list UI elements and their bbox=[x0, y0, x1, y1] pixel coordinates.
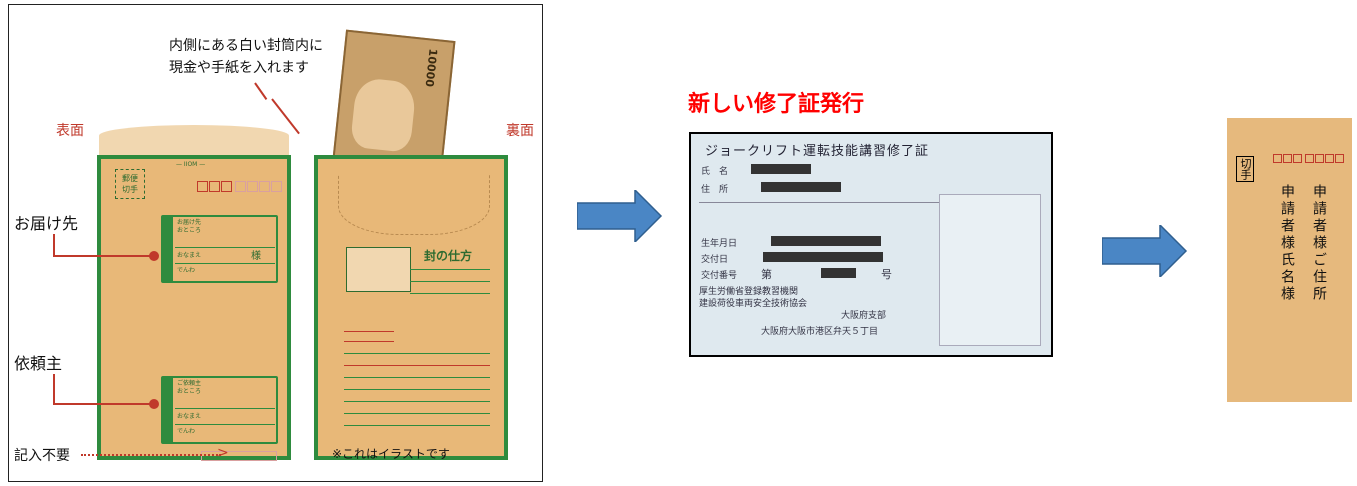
redaction bbox=[763, 252, 883, 262]
envelope-icon bbox=[346, 247, 411, 292]
redaction bbox=[821, 268, 856, 278]
banknote: 10000 bbox=[332, 29, 456, 171]
redaction bbox=[771, 236, 881, 246]
envelope-instructions-panel: 内側にある白い封筒内に 現金や手紙を入れます 表面 裏面 — IIOM — 郵便… bbox=[8, 4, 543, 482]
certificate-image: ジョークリフト運転技能講習修了証 氏 名 住 所 生年月日 交付日 交付番号 第… bbox=[689, 132, 1053, 357]
new-certificate-title: 新しい修了証発行 bbox=[688, 92, 865, 117]
stamp-box: 切手 bbox=[1236, 156, 1254, 182]
postal-code-boxes bbox=[197, 181, 282, 192]
front-label: 表面 bbox=[56, 123, 84, 139]
photo-box bbox=[939, 194, 1041, 346]
callout-line bbox=[254, 82, 268, 100]
applicant-address-text: 申請者様ご住所 bbox=[1311, 184, 1327, 303]
arrow-head-icon: > bbox=[217, 445, 229, 461]
back-envelope: 封の仕方 ※これはイラストです bbox=[314, 155, 508, 461]
right-arrow-icon bbox=[577, 190, 663, 242]
front-flap bbox=[99, 125, 289, 160]
recipient-form: お届け先 おところ おなまえ 様 でんわ bbox=[161, 215, 278, 283]
stamp-box: 郵便 切手 bbox=[115, 169, 145, 199]
cert-header: ジョークリフト運転技能講習修了証 bbox=[705, 144, 930, 159]
illustration-note: ※これはイラストです bbox=[332, 447, 450, 461]
applicant-name-text: 申請者様氏名様 bbox=[1279, 184, 1295, 303]
code-box bbox=[201, 451, 277, 461]
recipient-label: お届け先 bbox=[14, 214, 79, 233]
return-envelope: 切手 申請者様ご住所 申請者様氏名様 bbox=[1227, 118, 1352, 402]
insert-callout: 内側にある白い封筒内に 現金や手紙を入れます bbox=[169, 38, 323, 76]
not-required-label: 記入不要 bbox=[14, 448, 70, 464]
postal-code-boxes bbox=[1273, 154, 1344, 163]
right-arrow-icon bbox=[1102, 225, 1188, 277]
sender-form: ご依頼主 おところ おなまえ でんわ bbox=[161, 376, 278, 444]
seal-method-label: 封の仕方 bbox=[424, 249, 473, 263]
redaction bbox=[751, 164, 811, 174]
front-envelope: — IIOM — 郵便 切手 お届け先 おところ おなまえ 様 でんわ ご依頼主… bbox=[97, 155, 291, 461]
back-label: 裏面 bbox=[506, 123, 534, 139]
callout-line bbox=[271, 98, 300, 135]
redaction bbox=[761, 182, 841, 192]
sender-label: 依頼主 bbox=[14, 354, 63, 373]
